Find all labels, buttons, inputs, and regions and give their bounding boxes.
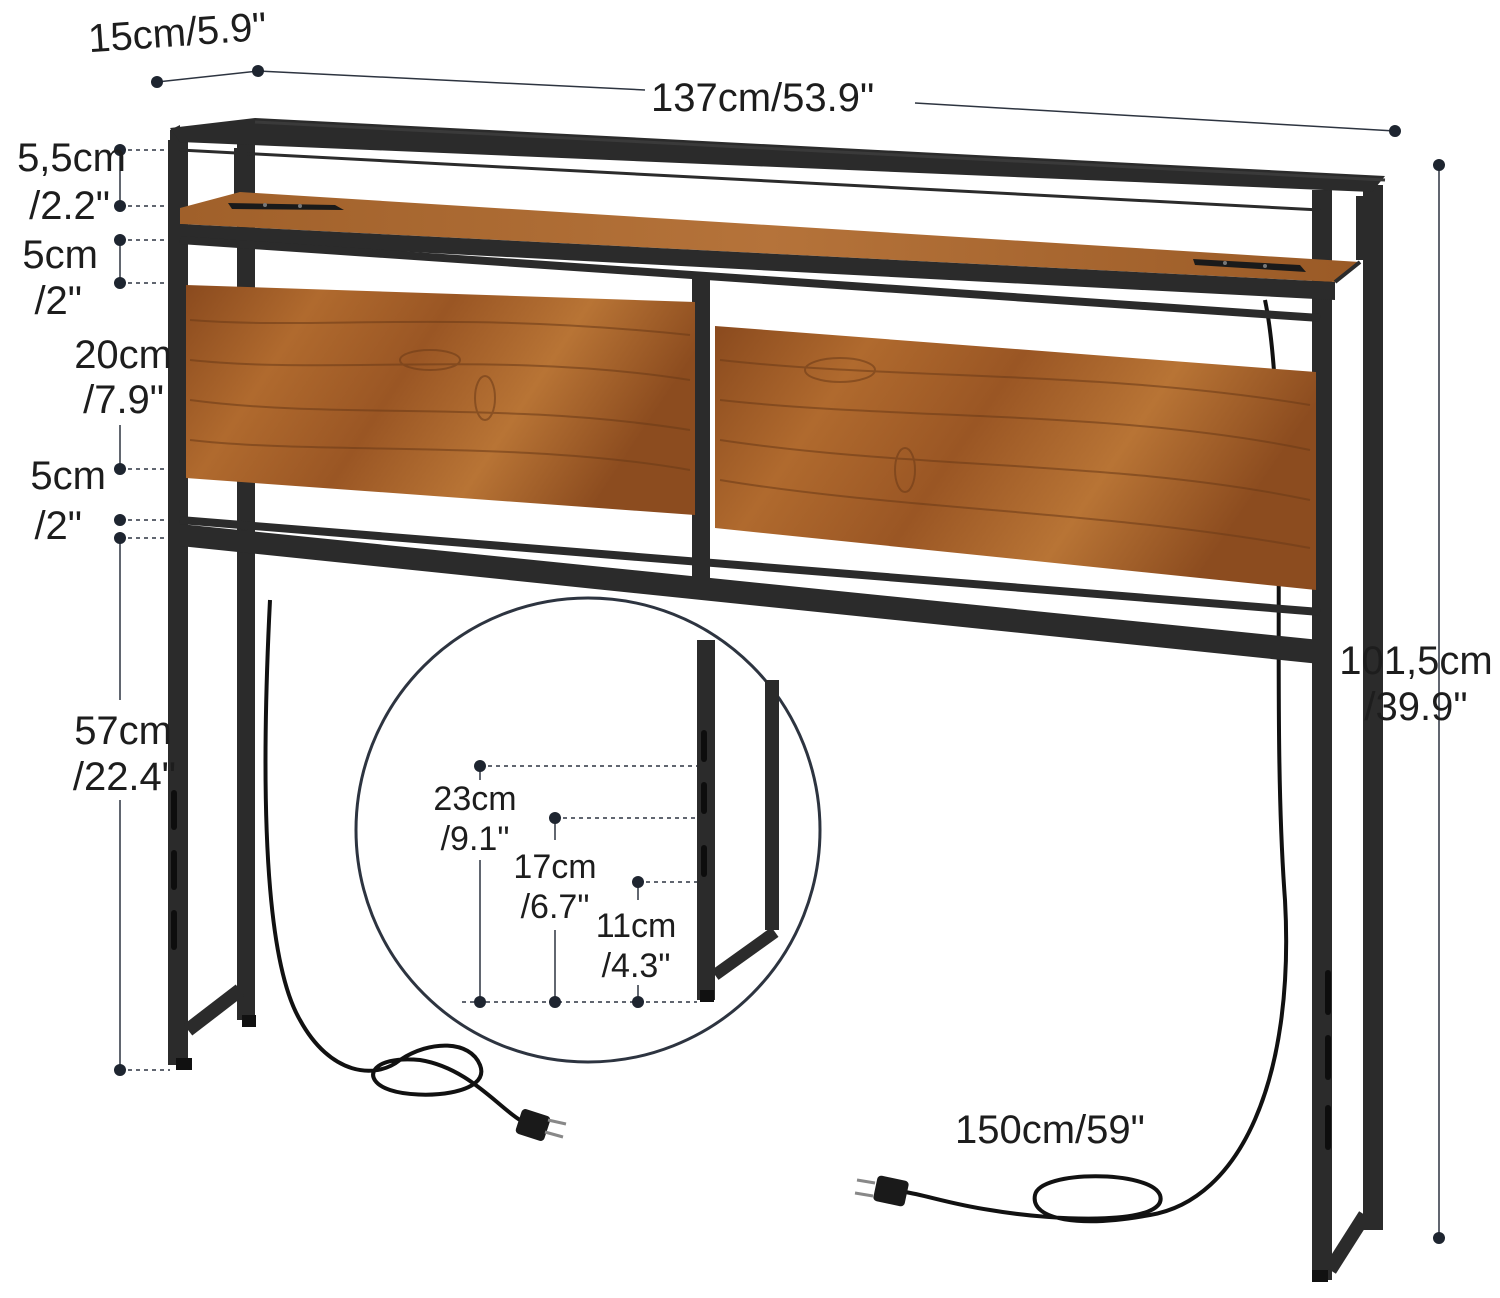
detail-height-3-cm-label: 11cm: [595, 907, 677, 945]
top-gap-inch-label: /2.2": [29, 184, 110, 228]
detail-height-2-cm-label: 17cm: [513, 848, 597, 886]
headboard-frame: [168, 118, 1386, 1282]
detail-zoom-circle: [354, 596, 822, 1064]
total-height-inch-label: /39.9": [1364, 685, 1468, 729]
shelf-gap-cm-label: 5cm: [22, 233, 98, 277]
power-outlet-icon: [1193, 259, 1306, 272]
wood-panel-right: [715, 326, 1316, 590]
panel-height-cm-label: 20cm: [74, 333, 172, 377]
dimension-lines: [119, 70, 1440, 1238]
leg-height-cm-label: 57cm: [74, 709, 172, 753]
leg-height-inch-label: /22.4": [72, 755, 176, 799]
power-outlet-icon: [228, 203, 344, 210]
dimension-dots: [114, 65, 1445, 1244]
detail-height-2-inch-label: /6.7": [520, 888, 590, 926]
cord-length-label: 150cm/59": [955, 1108, 1145, 1152]
lower-gap-inch-label: /2": [34, 504, 82, 548]
detail-height-3-inch-label: /4.3": [601, 947, 671, 985]
width-label: 137cm/53.9": [651, 76, 875, 120]
power-cord-right: [904, 299, 1289, 1224]
power-plug-icon: [854, 1175, 909, 1207]
wood-panel-left: [186, 285, 695, 515]
total-height-cm-label: 101,5cm: [1339, 639, 1493, 683]
panel-height-inch-label: /7.9": [83, 378, 164, 422]
detail-height-1-cm-label: 23cm: [433, 780, 517, 818]
detail-height-1-inch-label: /9.1": [440, 820, 510, 858]
shelf-gap-inch-label: /2": [34, 279, 82, 323]
lower-gap-cm-label: 5cm: [30, 454, 106, 498]
top-gap-cm-label: 5,5cm: [17, 136, 126, 180]
power-cord-left: [263, 599, 526, 1125]
power-plug-icon: [515, 1109, 567, 1141]
